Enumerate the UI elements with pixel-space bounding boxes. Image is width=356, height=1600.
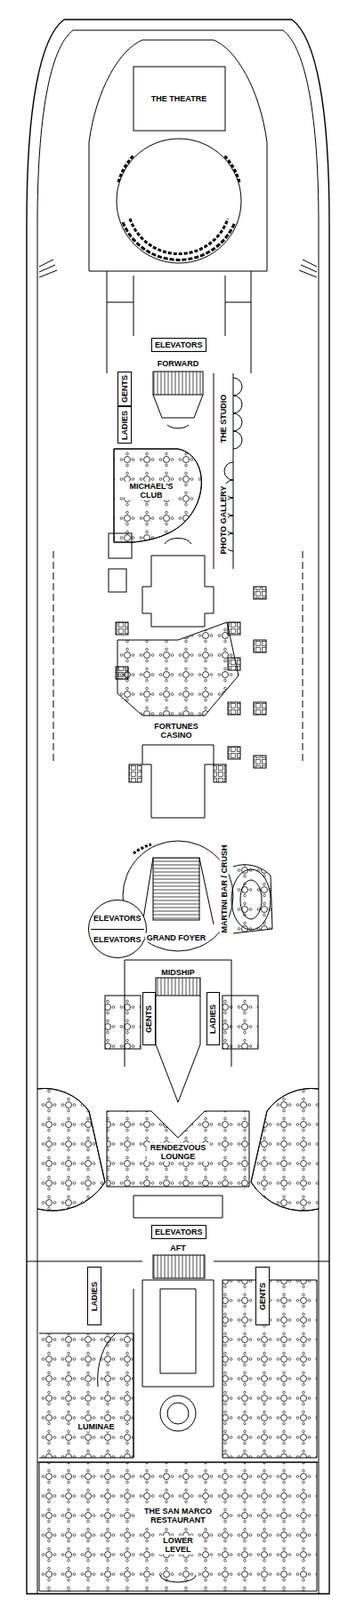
restroom-box: LADIES xyxy=(117,406,132,445)
area-label: AFT xyxy=(168,1245,188,1255)
room-name: LADIES xyxy=(121,410,130,440)
elevator-box: ELEVATORS xyxy=(151,1226,207,1241)
area-label: FORTUNES CASINO xyxy=(149,722,203,742)
restroom-box: GENTS xyxy=(142,993,156,1047)
room-name: GENTS xyxy=(121,375,130,404)
room-name: ELEVATORS xyxy=(154,1229,203,1238)
room-name: LADIES xyxy=(209,1004,218,1035)
restroom-box: LADIES xyxy=(87,1268,102,1327)
area-label: THE SAN MARCO RESTAURANT xyxy=(136,1508,220,1528)
area-label: LUMINAE xyxy=(76,1424,117,1433)
room-name: ELEVATORS xyxy=(93,915,142,924)
divider-line xyxy=(90,930,145,931)
restroom-box: GENTS xyxy=(255,1268,270,1327)
restroom-box: GENTS xyxy=(117,372,132,407)
area-label: PHOTO GALLERY xyxy=(218,484,228,557)
area-label: THE THEATRE xyxy=(149,94,209,104)
restroom-box: LADIES xyxy=(206,993,220,1047)
area-label: THE STUDIO xyxy=(218,393,228,446)
elevator-box: ELEVATORS xyxy=(151,338,207,353)
area-label: MARTINI BAR / CRUSH xyxy=(219,844,229,937)
area-label: GRAND FOYER xyxy=(145,934,209,944)
room-name: GENTS xyxy=(258,1283,267,1311)
room-name: ELEVATORS xyxy=(154,341,203,350)
area-label: MICHAEL'S CLUB xyxy=(124,482,178,502)
area-label: MIDSHIP xyxy=(159,969,197,979)
room-name: GENTS xyxy=(145,1005,154,1034)
area-label: LOWER LEVEL xyxy=(157,1537,199,1557)
area-label: RENDEZVOUS LOUNGE xyxy=(146,1144,210,1164)
area-label: FORWARD xyxy=(155,359,201,369)
room-name: ELEVATORS xyxy=(93,937,142,946)
elevator-circle: ELEVATORS ELEVATORS xyxy=(88,900,147,960)
room-name: LADIES xyxy=(90,1282,99,1312)
